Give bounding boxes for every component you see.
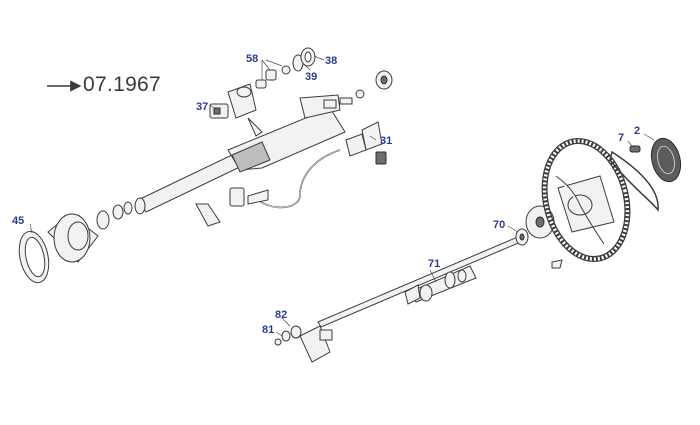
gasket-ring-part-45: [18, 230, 50, 284]
steering-wheel: [541, 137, 631, 263]
callout-71: 71: [428, 258, 440, 270]
connector-parts: [195, 187, 269, 227]
callout-58: 58: [246, 53, 258, 65]
column-top-small-parts: [323, 70, 393, 109]
callout-7: 7: [618, 132, 624, 144]
callout-labels: 45 37 58 39 38 31 7 2 70 71 82 81: [12, 53, 640, 336]
leader-lines: [29, 55, 655, 337]
callout-38: 38: [325, 55, 337, 67]
steering-column-tube: [134, 94, 346, 215]
callout-39: 39: [305, 71, 317, 83]
callout-82: 82: [275, 309, 287, 321]
callout-31: 31: [380, 135, 392, 147]
turn-signal-switch-part-31: [255, 121, 387, 209]
date-code-label: 07.1967: [83, 73, 162, 96]
ignition-switch-part-37: [209, 83, 263, 137]
column-base-flange: [47, 201, 133, 263]
callout-37: 37: [196, 101, 208, 113]
bearing-part-70: [515, 228, 529, 246]
steering-shaft: [317, 235, 524, 328]
callout-2: 2: [634, 125, 640, 137]
callout-81: 81: [262, 324, 274, 336]
hardware-group-58-39-38: [255, 47, 316, 89]
screw-part-7: [629, 145, 641, 153]
wheel-nut: [551, 259, 563, 269]
lower-coupling: [274, 325, 333, 363]
callout-45: 45: [12, 215, 24, 227]
horn-ring: [609, 150, 659, 212]
horn-button-part-2: [650, 137, 682, 183]
callout-70: 70: [493, 219, 505, 231]
